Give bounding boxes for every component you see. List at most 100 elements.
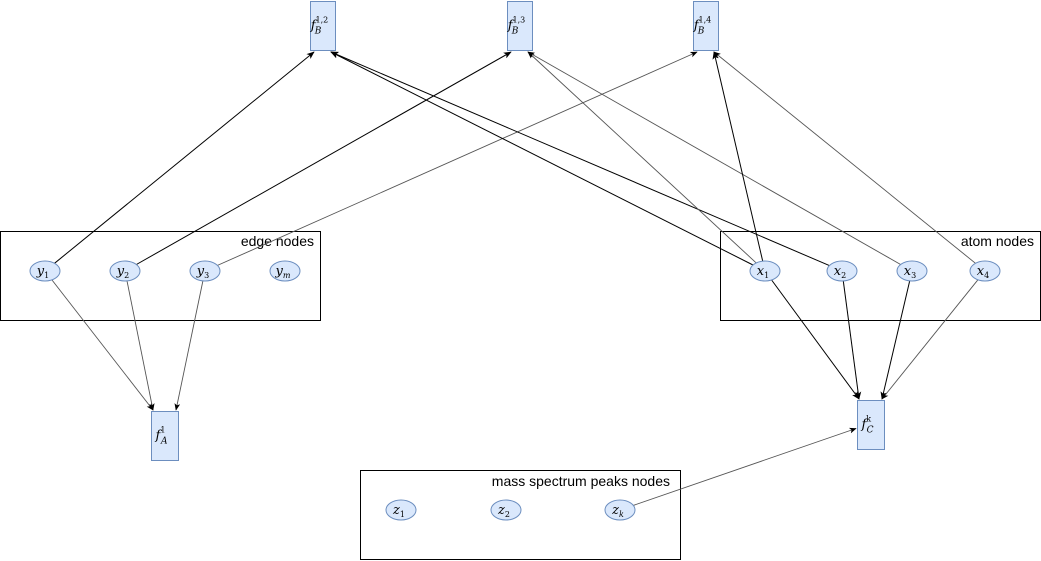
node-z1-label: z1 [392,503,405,519]
edge-y1-to-fB12 [54,51,315,264]
node-y2-label: y2 [116,264,129,280]
node-x4-label-base: x [977,264,985,279]
edge-zk-to-fCk [633,427,857,506]
edge-x4-to-fCk [881,279,979,400]
factor-fB13-label-sup: 1,3 [513,16,526,25]
node-z2-shape [490,499,522,521]
factor-fB12-label-sup: 1,2 [316,16,329,25]
factor-fCk-shape [857,400,885,450]
node-x3[interactable]: x3 [896,260,928,282]
edge-x2-to-fCk [842,280,862,400]
node-y1-label-base: y [36,264,45,279]
edge-y3-to-fA1 [174,280,204,411]
factor-fB13-shape [507,1,533,51]
node-x2-label-base: x [834,264,842,279]
edge-x3-to-fCk [880,280,911,400]
node-y1[interactable]: y1 [29,260,61,282]
node-y3[interactable]: y3 [189,260,221,282]
node-zk-label-sub: k [619,510,624,519]
node-z1[interactable]: z1 [385,499,417,521]
node-ym-label-base: y [275,264,284,279]
node-z2-label-base: z [497,503,505,518]
node-zk-label: zk [611,503,624,519]
node-x2[interactable]: x2 [826,260,858,282]
edge-y2-to-fB13 [136,51,512,265]
edge-nodes-label: edge nodes [241,233,314,249]
node-ym[interactable]: ym [269,260,301,282]
factor-fA1-label-sub: A [160,437,168,447]
node-z1-label-sub: 1 [400,510,405,519]
node-y1-label: y1 [36,264,49,280]
node-zk-shape [604,499,636,521]
factor-fA1-shape [151,411,179,461]
edge-y3-to-fB14 [217,51,698,266]
factor-fA1-label-sup: 1 [160,426,165,435]
edge-x2-to-fB12 [330,51,830,267]
node-x1-shape [749,260,781,282]
node-x3-label: x3 [904,264,916,280]
node-x4-shape [969,260,1001,282]
edge-y1-to-fA1 [51,279,154,411]
node-x2-label: x2 [834,264,846,280]
factor-fCk-label-base: f [860,418,868,433]
factor-fB14-label-sup: 1,4 [699,16,712,25]
node-x1-label: x1 [757,264,769,280]
node-y3-label: y3 [196,264,209,280]
node-x4-label: x4 [977,264,989,280]
edge-x3-to-fB13 [527,51,901,265]
node-x1-label-base: x [757,264,765,279]
node-x3-label-base: x [904,264,912,279]
node-y2-shape [109,260,141,282]
node-x2-label-sub: 2 [841,271,846,280]
edge-x1-to-fB12 [330,51,754,266]
node-ym-shape [269,260,301,282]
factor-fCk-label-sup: k [866,415,871,424]
factor-fB14-label-sub: B [697,27,705,37]
factor-fB13-label-base: f [507,19,515,34]
node-y3-label-sub: 3 [204,271,209,280]
node-z2-label: z2 [497,503,510,519]
node-y2-label-sub: 2 [124,271,129,280]
mass-spectrum-peaks-label: mass spectrum peaks nodes [492,473,670,489]
edge-x1-to-fCk [771,279,860,400]
edge-x1-to-fB13 [527,51,757,264]
factor-fB14-shape [693,1,719,51]
factor-fA1-label-base: f [155,429,163,444]
factor-fB14-label-base: f [693,19,701,34]
factor-fCk-label-sub: C [867,426,874,436]
node-y2-label-base: y [116,264,125,279]
node-ym-label-sub: m [283,271,291,280]
node-y2[interactable]: y2 [109,260,141,282]
node-x3-shape [896,260,928,282]
node-y3-shape [189,260,221,282]
node-y1-label-sub: 1 [44,271,49,280]
node-z1-label-base: z [392,503,400,518]
node-x3-label-sub: 3 [911,271,916,280]
factor-fB13-label-sub: B [511,27,519,37]
node-ym-label: ym [275,264,291,280]
node-zk[interactable]: zk [604,499,636,521]
edges-layer [51,51,979,506]
node-y1-shape [29,260,61,282]
node-x4[interactable]: x4 [969,260,1001,282]
node-x4-label-sub: 4 [984,271,989,280]
node-x1-label-sub: 1 [764,271,769,280]
node-z2-label-sub: 2 [505,510,510,519]
node-y3-label-base: y [196,264,205,279]
node-z2[interactable]: z2 [490,499,522,521]
factor-fB12-label-sub: B [314,27,322,37]
node-zk-label-base: z [611,503,619,518]
node-x1[interactable]: x1 [749,260,781,282]
edge-y2-to-fA1 [126,280,155,411]
